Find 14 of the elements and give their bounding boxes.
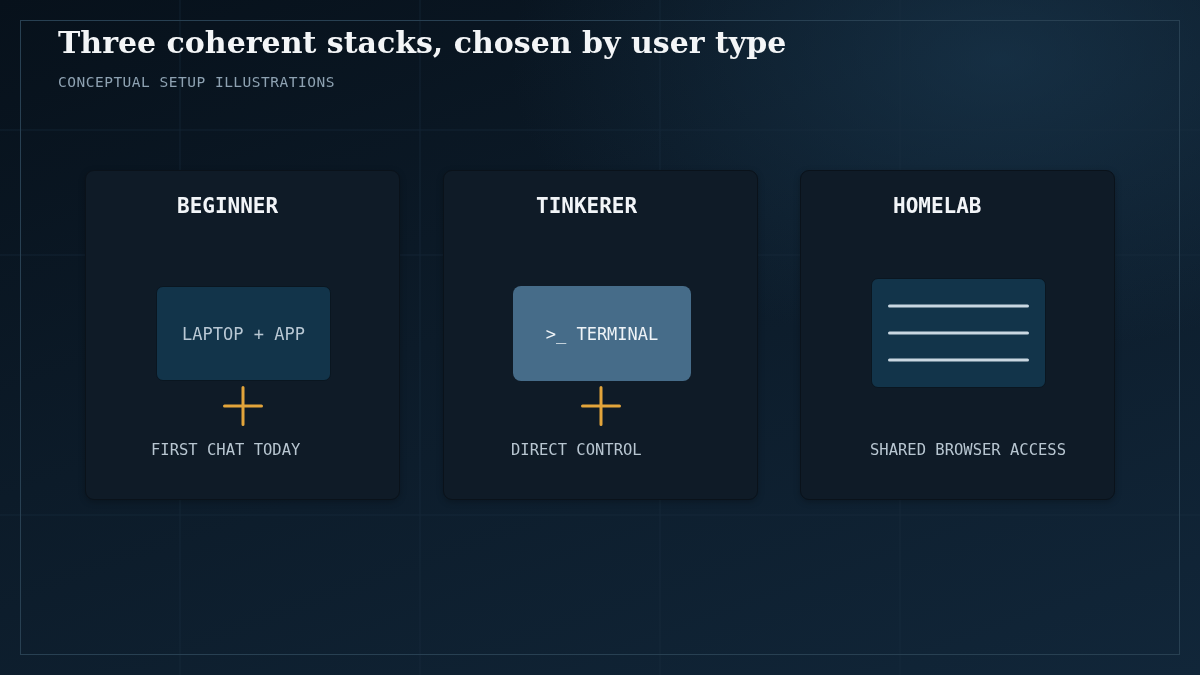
subtitle: CONCEPTUAL SETUP ILLUSTRATIONS: [58, 74, 335, 92]
stack-heading: HOMELAB: [893, 194, 982, 220]
stack-description: DIRECT CONTROL: [511, 441, 642, 460]
stack-card: [85, 170, 400, 500]
stack-card: [443, 170, 758, 500]
stack-heading: TINKERER: [536, 194, 638, 220]
title: Three coherent stacks, chosen by user type: [58, 25, 787, 61]
setup-box: LAPTOP + APP: [156, 286, 331, 381]
stack-card: [800, 170, 1115, 500]
stack-description: FIRST CHAT TODAY: [151, 441, 301, 460]
browser-panel: [871, 278, 1046, 388]
stack-description: SHARED BROWSER ACCESS: [870, 441, 1066, 460]
stack-heading: BEGINNER: [177, 194, 279, 220]
setup-box: >_ TERMINAL: [513, 286, 691, 381]
